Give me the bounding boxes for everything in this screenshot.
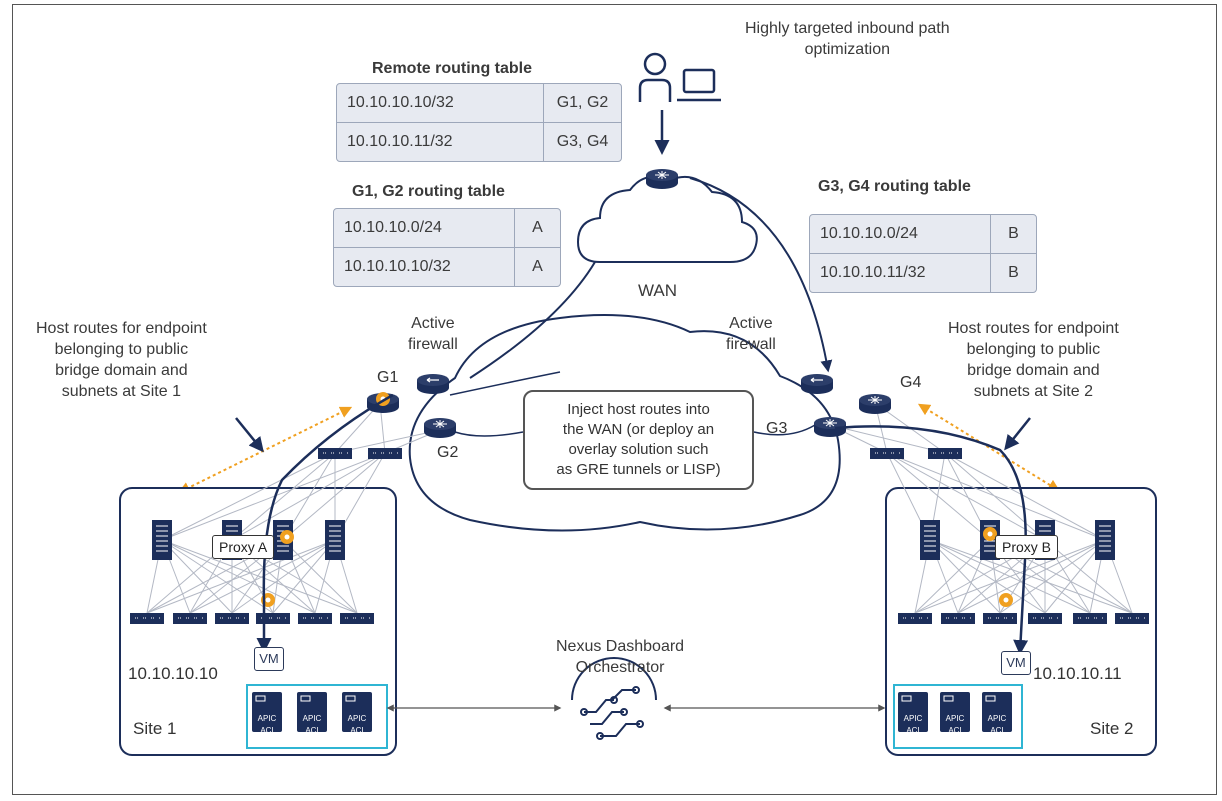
aci-text: ACI xyxy=(260,726,273,735)
vm-site1: VM xyxy=(254,647,284,671)
aci-text: ACI xyxy=(906,726,919,735)
remote-table-title: Remote routing table xyxy=(372,60,533,77)
site2-traffic-path xyxy=(834,425,1029,655)
g3g4-table-title: G3, G4 routing table xyxy=(818,178,971,195)
table-row: 10.10.10.11/32 B xyxy=(810,254,1036,292)
table-cell: G1, G2 xyxy=(543,84,621,123)
table-cell: 10.10.10.10/32 xyxy=(344,258,451,275)
aci-text: ACI xyxy=(990,726,1003,735)
vm-site2: VM xyxy=(1001,651,1031,675)
g4-label: G4 xyxy=(900,374,922,391)
proxy-b-label: Proxy B xyxy=(995,535,1059,559)
site1-traffic-path xyxy=(256,393,394,653)
apic-text: APIC xyxy=(904,714,923,723)
aci-text: ACI xyxy=(350,726,363,735)
wan-label: WAN xyxy=(638,281,678,300)
host-routes-site1-note: Host routes for endpoint belonging to pu… xyxy=(36,320,207,400)
apic-text: APIC xyxy=(258,714,277,723)
table-cell: 10.10.10.0/24 xyxy=(810,215,990,254)
table-cell: 10.10.10.11/32 xyxy=(820,264,926,281)
ip-site1: 10.10.10.10 xyxy=(128,664,218,683)
g3g4-routing-table: 10.10.10.0/24 B 10.10.10.11/32 B xyxy=(809,214,1037,293)
apic-text: APIC xyxy=(988,714,1007,723)
user-icon xyxy=(638,52,672,102)
diagram-frame xyxy=(12,4,1217,795)
aci-text: ACI xyxy=(305,726,318,735)
site2-fabric-links xyxy=(829,402,1133,614)
aci-text: ACI xyxy=(948,726,961,735)
table-row: 10.10.10.0/24 A xyxy=(334,209,560,248)
table-cell: A xyxy=(514,209,560,248)
site1-fabric-links xyxy=(146,402,441,614)
firewall-right-icon xyxy=(800,373,834,395)
wan-cloud xyxy=(576,175,758,263)
site2-border-leafs xyxy=(869,447,963,460)
table-cell: G3, G4 xyxy=(543,123,621,161)
table-row: 10.10.10.10/32 A xyxy=(334,248,560,286)
inject-host-routes-callout: Inject host routes into the WAN (or depl… xyxy=(523,390,754,490)
orchestrator-icon xyxy=(571,657,657,740)
g3-label: G3 xyxy=(766,420,788,437)
table-cell: 10.10.10.0/24 xyxy=(334,209,514,248)
table-row: 10.10.10.0/24 B xyxy=(810,215,1036,254)
apic-text: APIC xyxy=(946,714,965,723)
g2-router-icon xyxy=(423,417,457,439)
wan-router-icon xyxy=(645,168,679,190)
g1g2-routing-table: 10.10.10.0/24 A 10.10.10.10/32 A xyxy=(333,208,561,287)
remote-routing-table: 10.10.10.10/32 G1, G2 10.10.10.11/32 G3,… xyxy=(336,83,622,162)
proxy-a-label: Proxy A xyxy=(212,535,275,559)
g4-router-icon xyxy=(858,393,892,415)
ip-site2: 10.10.10.11 xyxy=(1033,664,1122,683)
optimization-note: Highly targeted inbound path optimizatio… xyxy=(745,20,950,58)
site2-apic-cluster xyxy=(893,684,1023,749)
laptop-icon xyxy=(677,68,721,102)
firewall-left-label: Active firewall xyxy=(408,315,458,353)
site1-border-leafs xyxy=(317,447,403,460)
orchestrator-label: Nexus Dashboard Orchestrator xyxy=(556,638,685,676)
firewall-left-icon xyxy=(416,373,450,395)
table-row: 10.10.10.11/32 G3, G4 xyxy=(337,123,621,161)
table-cell: 10.10.10.11/32 xyxy=(347,133,453,150)
g2-label: G2 xyxy=(437,444,459,461)
table-cell: B xyxy=(990,254,1036,292)
apic-text: APIC xyxy=(348,714,367,723)
firewall-right-label: Active firewall xyxy=(726,315,776,353)
g1g2-table-title: G1, G2 routing table xyxy=(352,183,505,200)
host-route-arrow-left xyxy=(177,406,353,494)
g1-label: G1 xyxy=(377,369,399,386)
g1-router-icon xyxy=(366,392,400,414)
table-cell: 10.10.10.10/32 xyxy=(337,84,543,123)
table-row: 10.10.10.10/32 G1, G2 xyxy=(337,84,621,123)
host-routes-site2-note: Host routes for endpoint belonging to pu… xyxy=(948,320,1119,400)
site1-label: Site 1 xyxy=(133,719,177,738)
table-cell: B xyxy=(990,215,1036,254)
site2-label: Site 2 xyxy=(1090,719,1134,738)
table-cell: A xyxy=(514,248,560,286)
site1-apic-cluster xyxy=(246,684,388,749)
apic-text: APIC xyxy=(303,714,322,723)
